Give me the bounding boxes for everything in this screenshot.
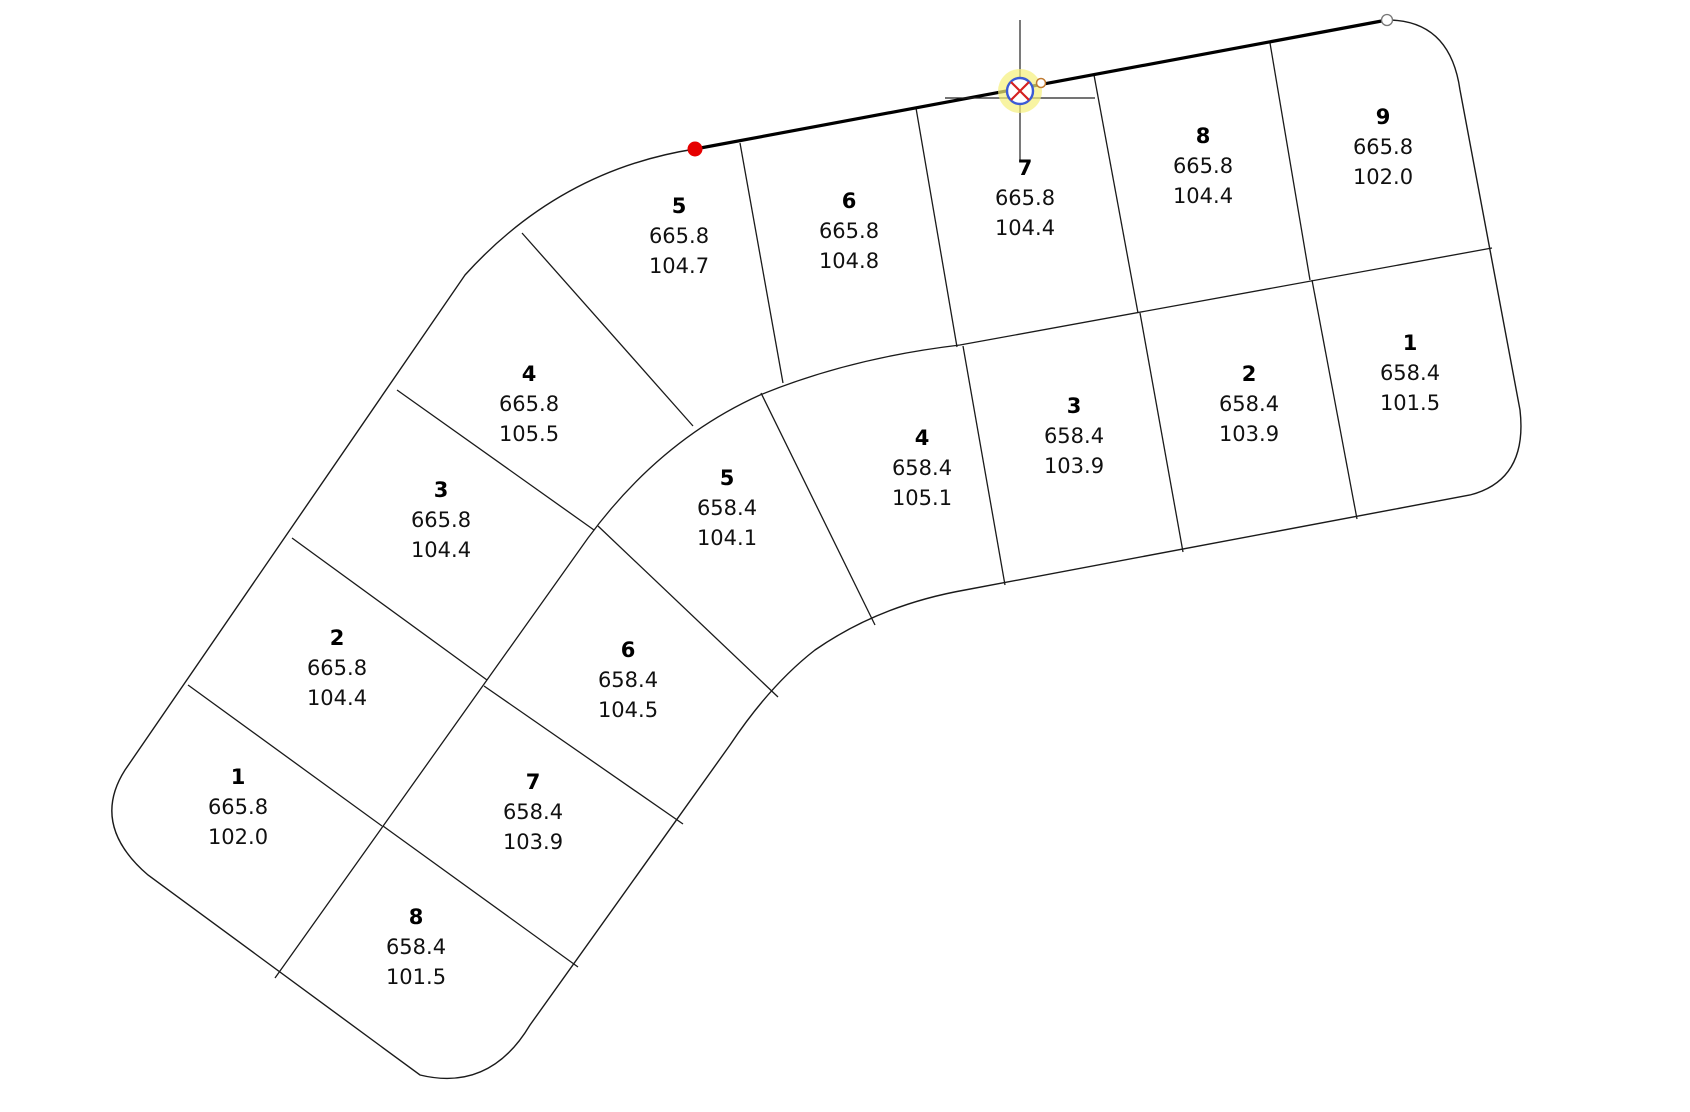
lot-frontage: 103.9 [1219,422,1279,446]
lot-frontage: 102.0 [1353,165,1413,189]
lot-label: 7 658.4 103.9 [503,770,563,854]
lot-number: 5 [720,466,735,490]
lot-label: 4 665.8 105.5 [499,362,559,446]
lot-label: 8 665.8 104.4 [1173,124,1233,208]
lot-number: 1 [1403,331,1418,355]
lot-label: 4 658.4 105.1 [892,426,952,510]
lot-frontage: 104.4 [411,538,471,562]
top-row-dividers [187,42,1311,827]
lot-frontage: 104.7 [649,254,709,278]
lot-number: 7 [526,770,541,794]
lot-area: 665.8 [1173,154,1233,178]
lot-label: 9 665.8 102.0 [1353,105,1413,189]
bottom-row-dividers [382,279,1358,968]
lot-area: 658.4 [1219,392,1279,416]
lot-area: 665.8 [1353,135,1413,159]
lot-frontage: 104.4 [1173,184,1233,208]
lot-area: 665.8 [208,795,268,819]
lot-area: 658.4 [386,935,446,959]
lot-area: 665.8 [307,656,367,680]
lot-frontage: 104.1 [697,526,757,550]
lot-number: 6 [842,189,857,213]
start-vertex[interactable] [687,141,703,157]
lot-label: 5 658.4 104.1 [697,466,757,550]
lot-area: 665.8 [819,219,879,243]
lot-number: 4 [522,362,537,386]
lot-label: 3 658.4 103.9 [1044,394,1104,478]
lot-label: 7 665.8 104.4 [995,156,1055,240]
lot-number: 3 [434,478,449,502]
lot-label: 6 658.4 104.5 [598,638,658,722]
lot-label: 2 658.4 103.9 [1219,362,1279,446]
snap-marker-icon [998,69,1047,113]
lot-frontage: 102.0 [208,825,268,849]
lot-label: 8 658.4 101.5 [386,905,446,989]
lot-area: 665.8 [995,186,1055,210]
lot-label: 3 665.8 104.4 [411,478,471,562]
lot-frontage: 104.8 [819,249,879,273]
lot-label: 6 665.8 104.8 [819,189,879,273]
lot-label: 5 665.8 104.7 [649,194,709,278]
lot-number: 8 [1196,124,1211,148]
lot-frontage: 105.1 [892,486,952,510]
lot-label: 1 658.4 101.5 [1380,331,1440,415]
lot-number: 5 [672,194,687,218]
lot-number: 8 [409,905,424,929]
lot-area: 665.8 [649,224,709,248]
lot-area: 658.4 [598,668,658,692]
lot-frontage: 104.4 [307,686,367,710]
lot-area: 658.4 [697,496,757,520]
lot-frontage: 101.5 [1380,391,1440,415]
lot-area: 658.4 [1044,424,1104,448]
lot-area: 658.4 [503,800,563,824]
lot-labels: 1 665.8 102.0 2 665.8 104.4 3 665.8 104.… [208,105,1440,989]
lot-number: 3 [1067,394,1082,418]
lot-number: 6 [621,638,636,662]
end-vertex[interactable] [1380,13,1394,27]
lot-frontage: 104.4 [995,216,1055,240]
lot-number: 9 [1376,105,1391,129]
lot-number: 7 [1018,156,1033,180]
lot-area: 658.4 [1380,361,1440,385]
lot-frontage: 103.9 [503,830,563,854]
lot-frontage: 105.5 [499,422,559,446]
lot-frontage: 101.5 [386,965,446,989]
lot-number: 2 [330,626,345,650]
lot-label: 2 665.8 104.4 [307,626,367,710]
lot-number: 4 [915,426,930,450]
lot-area: 665.8 [499,392,559,416]
block-outline [111,19,1522,1080]
lot-area: 658.4 [892,456,952,480]
lot-frontage: 103.9 [1044,454,1104,478]
lot-frontage: 104.5 [598,698,658,722]
rear-lot-line [274,247,1493,979]
lot-label: 1 665.8 102.0 [208,765,268,849]
lot-area: 665.8 [411,508,471,532]
lot-number: 1 [231,765,246,789]
lot-number: 2 [1242,362,1257,386]
